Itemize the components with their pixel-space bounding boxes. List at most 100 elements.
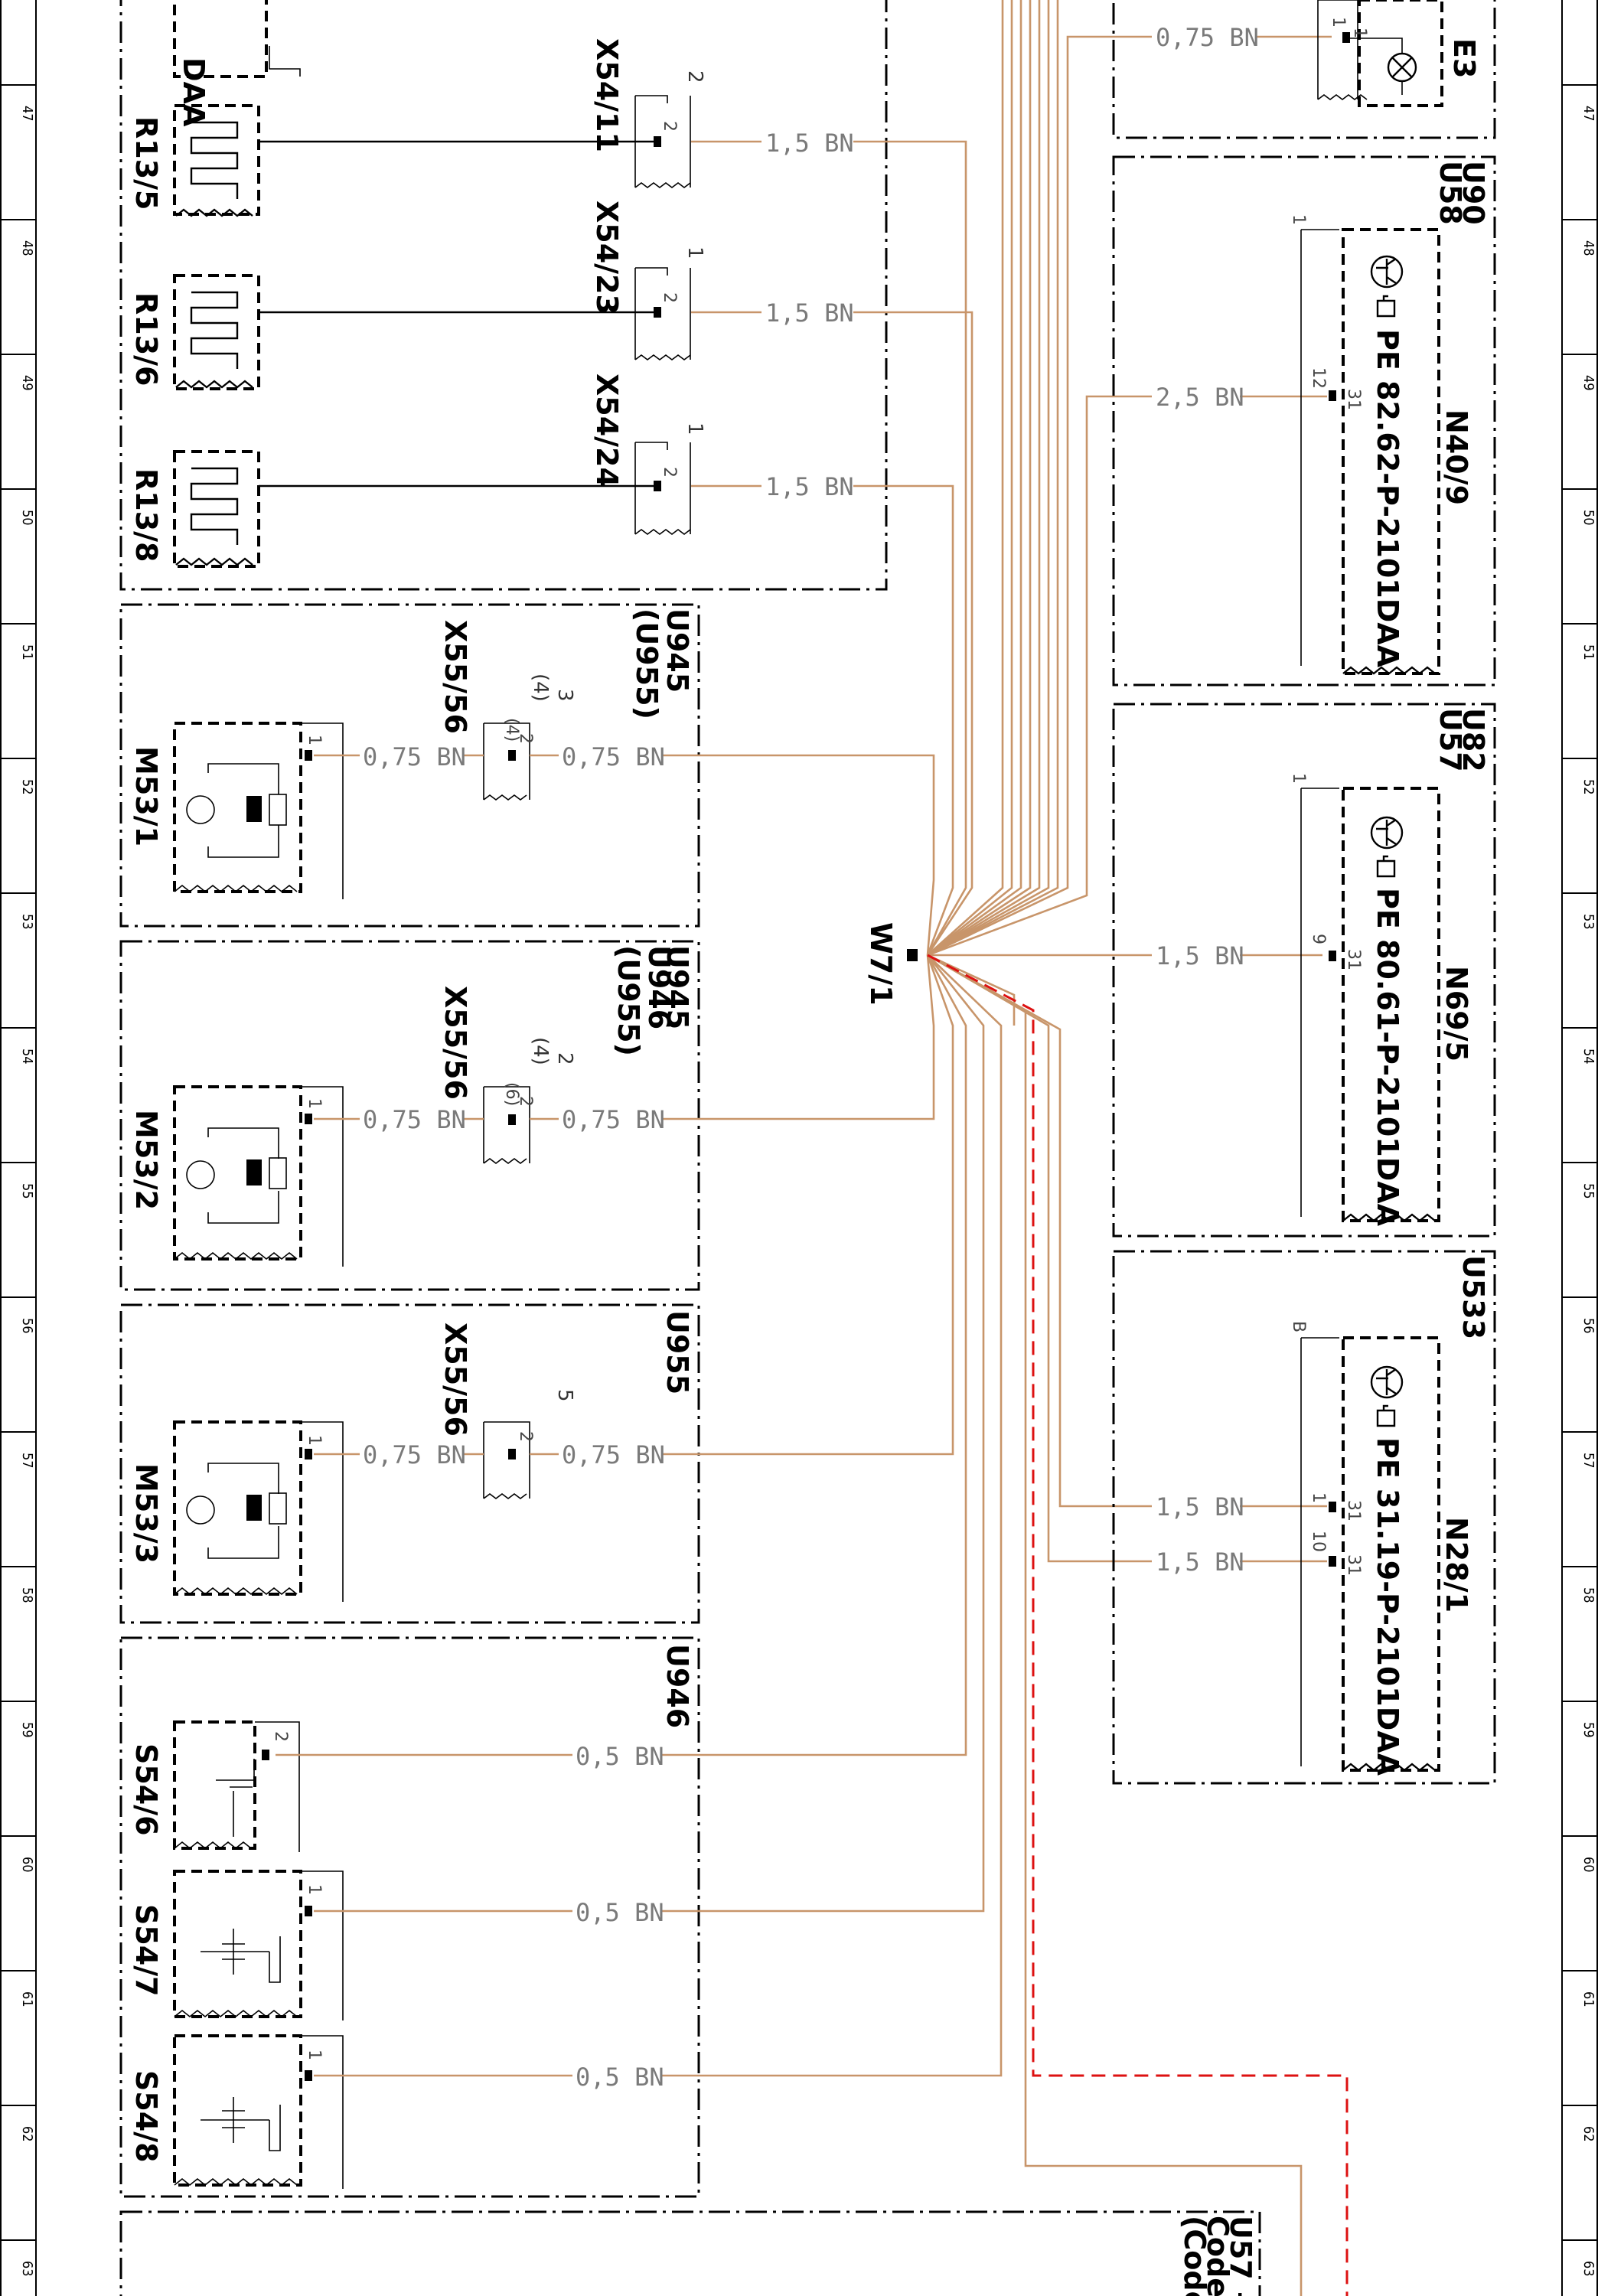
x54-11-pin: 2	[660, 121, 679, 132]
x54-24-connector	[634, 442, 691, 535]
ruler-tick	[2, 758, 35, 759]
u945-u946-box	[119, 940, 700, 1291]
ruler-number: 62	[1580, 2126, 1596, 2142]
wire-s54-7-label: 0,5 BN	[576, 1898, 664, 1927]
ruler-tick	[2, 892, 35, 894]
daa-component-box	[173, 0, 268, 78]
x54-23-label: X54/23	[590, 201, 624, 315]
ruler-number: 63	[1580, 2261, 1596, 2277]
ruler-tick	[1563, 1566, 1596, 1567]
x55-56-b-pin-bracket: (4)	[529, 1037, 552, 1065]
r13-6-resistor	[173, 274, 657, 390]
ruler-tick	[1563, 84, 1596, 86]
m53-3-pin: 1	[305, 1435, 324, 1446]
ruler-number: 54	[1580, 1049, 1596, 1065]
n69-5-reference: PE 80.61-P-2101DAA	[1371, 888, 1404, 1227]
x54-11-pin-outer: 2	[683, 70, 706, 83]
wire-m53-2-b-label: 0,75 BN	[562, 1105, 665, 1134]
wire-e3-label: 0,75 BN	[1156, 23, 1259, 52]
n28-1-transistor-icon	[1370, 1365, 1404, 1399]
x54-24-pin: 2	[660, 467, 679, 478]
ruler-tick	[1563, 758, 1596, 759]
ruler-number: 50	[1580, 510, 1596, 526]
n40-9-transistor-icon	[1370, 255, 1404, 289]
ruler-tick	[2, 2105, 35, 2106]
m53-1-pin: 1	[305, 735, 324, 745]
ruler-number: 48	[19, 240, 35, 256]
ruler-tick	[1563, 1027, 1596, 1029]
x55-56-a-pin-sub: (4)	[502, 718, 521, 742]
wire-label-backgrounds	[360, 23, 1255, 2090]
ruler-number: 58	[1580, 1587, 1596, 1603]
ruler-number: 63	[19, 2261, 35, 2277]
ruler-tick	[1563, 1162, 1596, 1163]
n28-1-reference: PE 31.19-P-2101DAA	[1371, 1437, 1404, 1776]
wire-r13-6-label: 1,5 BN	[765, 298, 854, 328]
ground-bundle-wires	[276, 0, 1332, 2296]
ruler-tick	[1563, 219, 1596, 220]
x55-56-c-connector	[483, 1421, 530, 1499]
x55-56-b-label: X55/56	[439, 986, 472, 1100]
u955-box	[119, 1303, 700, 1624]
ruler-tick	[2, 1566, 35, 1567]
u82-label: U82	[1456, 708, 1490, 772]
n28-1-pin-1: 1	[1309, 1492, 1328, 1503]
x55-56-b-connector	[483, 1086, 530, 1164]
x55-56-b-pin-outer: 2	[553, 1052, 576, 1065]
s54-8-label: S54/8	[129, 2070, 163, 2163]
n28-1-pin-10: 10	[1309, 1531, 1328, 1552]
x55-56-c-pin: 2	[516, 1431, 535, 1442]
u533-label: U533	[1456, 1255, 1490, 1339]
ruler-tick	[2, 354, 35, 355]
x54-23-pin: 2	[660, 292, 679, 303]
ruler-number: 49	[1580, 375, 1596, 391]
x54-24-pin-outer: 1	[683, 422, 706, 435]
shield-red-wire	[927, 954, 1349, 2296]
n40-9-module	[1300, 228, 1440, 675]
s54-7-label: S54/7	[129, 1904, 163, 1997]
e3-label: E3	[1447, 38, 1481, 78]
u57-side-label: U57	[1433, 708, 1467, 772]
ruler-tick	[1563, 1431, 1596, 1433]
ruler-number: 61	[19, 1991, 35, 2007]
wire-s54-8-label: 0,5 BN	[576, 2063, 664, 2092]
s54-7-pin: 1	[305, 1884, 324, 1895]
n69-5-pin-1: 1	[1289, 773, 1308, 784]
ruler-number: 57	[19, 1453, 35, 1469]
x55-56-a-pin: 2	[516, 733, 535, 744]
x55-56-a-pin-bracket: (4)	[529, 673, 552, 702]
ruler-tick	[2, 488, 35, 490]
ruler-tick	[2, 1296, 35, 1298]
daa-bracket	[269, 46, 301, 77]
r13-8-resistor	[173, 450, 657, 568]
wire-n69-5-label: 1,5 BN	[1156, 941, 1244, 970]
n69-5-pin-9: 9	[1309, 934, 1328, 944]
e3-lamp	[1317, 0, 1443, 107]
wire-n40-9-label: 2,5 BN	[1156, 383, 1244, 412]
u945-box	[119, 603, 700, 928]
ruler-number: 47	[19, 106, 35, 122]
ruler-number: 48	[1580, 240, 1596, 256]
n69-5-reference-icon	[1376, 855, 1396, 878]
w7-1-label: W7/1	[864, 922, 898, 1006]
ruler-tick	[1563, 2239, 1596, 2241]
ruler-tick	[1563, 2105, 1596, 2106]
u57-label-2: Code	[1201, 2216, 1234, 2296]
u945-2-label-3: (U955)	[611, 945, 645, 1056]
ruler-tick	[2, 1835, 35, 1837]
wire-n28-1-a-label: 1,5 BN	[1156, 1492, 1244, 1521]
ruler-tick	[2, 1162, 35, 1163]
u57-label-3: (Code	[1178, 2216, 1212, 2296]
ruler-number: 52	[19, 779, 35, 795]
ruler-number: 56	[1580, 1318, 1596, 1334]
u57-label-1: U57 +	[1224, 2216, 1257, 2296]
u90-label: U90	[1456, 161, 1490, 225]
resistor-group-box	[119, 0, 888, 591]
m53-3-label: M53/3	[129, 1463, 163, 1564]
daa-label: DAA	[177, 57, 210, 127]
e3-pin-b: 1	[1350, 28, 1369, 38]
ruler-number: 49	[19, 375, 35, 391]
